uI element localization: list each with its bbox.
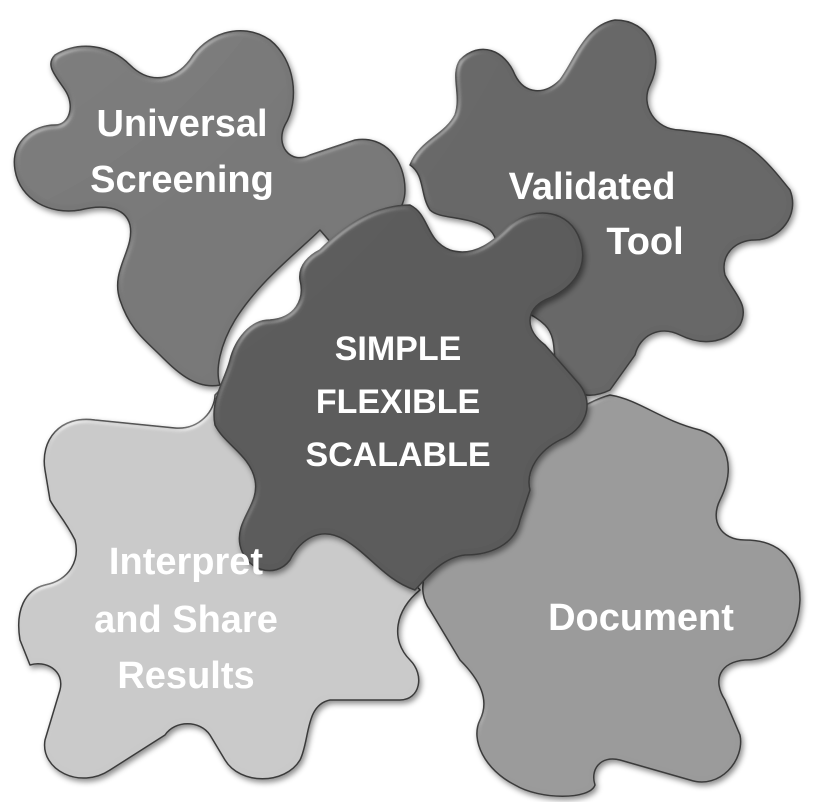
piece-center [213,204,588,591]
label-top-left-line-1: Universal [96,103,267,145]
piece-top-left-shape [13,30,406,387]
piece-top-right-shape [409,19,794,396]
label-bottom-left-line-1: Interpret [109,541,263,583]
piece-top-left [13,30,406,387]
label-top-left-line-2: Screening [90,159,274,201]
piece-center-shape [213,204,588,591]
label-center-line-1: SIMPLE [335,330,462,368]
piece-bottom-right [422,394,801,797]
label-bottom-left-line-2: and Share [94,599,278,641]
label-center: SIMPLE FLEXIBLE SCALABLE [305,330,490,474]
label-top-right-line-2: Tool [606,221,683,263]
label-top-left: Universal Screening [90,103,274,201]
label-top-right-line-1: Validated [509,166,676,208]
label-top-right: Validated Tool [509,166,684,263]
piece-bottom-right-shape [422,394,801,797]
label-bottom-left-line-3: Results [117,655,254,697]
label-center-line-2: FLEXIBLE [316,383,480,421]
label-bottom-right: Document [548,597,734,639]
label-bottom-right-line-1: Document [548,597,734,639]
label-center-line-3: SCALABLE [305,436,490,474]
label-bottom-left: Interpret and Share Results [94,541,278,697]
piece-top-right [409,19,794,396]
